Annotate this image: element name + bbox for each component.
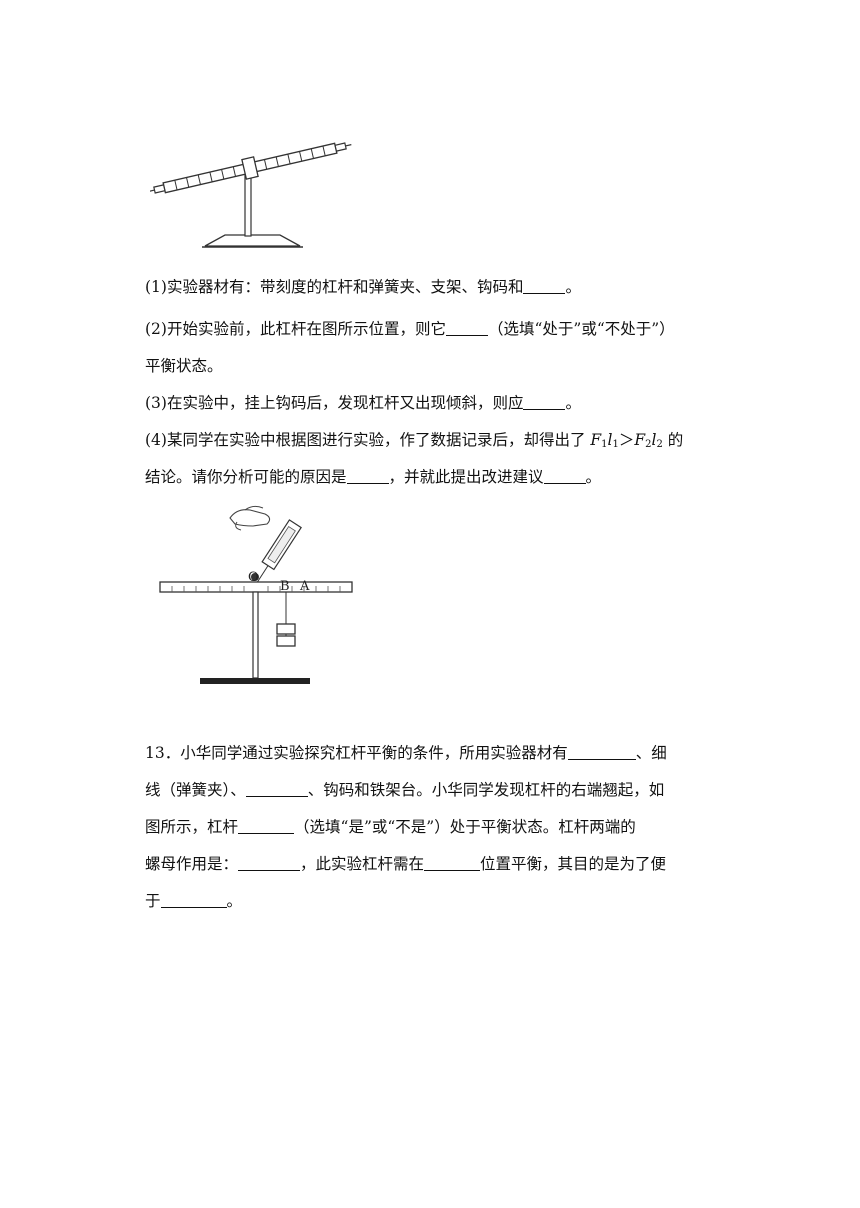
question-3: (3)在实验中，挂上钩码后，发现杠杆又出现倾斜，则应。 [145,394,581,412]
point-o-label: O [248,570,259,585]
question-2: (2)开始实验前，此杠杆在图所示位置，则它（选填“处于”或“不处于”） 平衡状态… [145,320,675,375]
answer-blank[interactable] [238,855,301,871]
answer-blank[interactable] [346,468,389,484]
answer-blank[interactable] [424,855,481,871]
answer-blank[interactable] [160,892,227,908]
answer-blank[interactable] [245,781,308,797]
point-a-label: A [299,579,310,594]
question-4: (4)某同学在实验中根据图进行实验，作了数据记录后，却得出了 F1l1＞F2l2… [145,431,684,486]
answer-blank[interactable] [523,394,566,410]
answer-blank[interactable] [523,278,566,294]
question-13: 13．小华同学通过实验探究杠杆平衡的条件，所用实验器材有、细 线（弹簧夹）、、钩… [145,744,667,910]
point-b-label: B [280,579,290,594]
tilted-lever-figure [150,142,352,248]
formula: F1l1＞F2l2 [590,431,663,450]
answer-blank[interactable] [445,320,488,336]
lever-spring-scale-figure: O B A [159,505,353,684]
answer-blank[interactable] [238,818,295,834]
answer-blank[interactable] [543,468,586,484]
question-1: (1)实验器材有：带刻度的杠杆和弹簧夹、支架、钩码和。 [145,278,581,296]
answer-blank[interactable] [567,744,636,760]
